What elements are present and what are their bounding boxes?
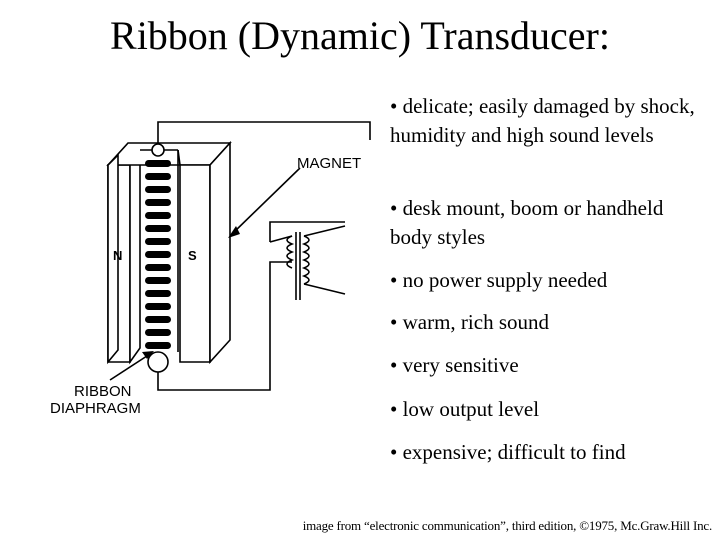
ribbon-diaphragm: [145, 143, 171, 373]
bullet-item: • low output level: [390, 397, 540, 421]
ribbon-label: RIBBON: [74, 383, 132, 400]
diaphragm-label: DIAPHRAGM: [50, 400, 141, 417]
image-credit: image from “electronic communication”, t…: [302, 518, 713, 533]
south-pole-label: S: [188, 248, 197, 263]
bullet-item: • no power supply needed: [390, 268, 608, 292]
north-pole-label: N: [113, 248, 122, 263]
magnet-label: MAGNET: [297, 155, 361, 172]
bullet-item: • warm, rich sound: [390, 310, 549, 334]
bullet-item: • expensive; difficult to find: [390, 440, 626, 464]
bullet-item: • delicate; easily damaged by shock, hum…: [390, 94, 695, 147]
bullet-item: • very sensitive: [390, 353, 519, 377]
slide-title: Ribbon (Dynamic) Transducer:: [110, 13, 610, 58]
bullet-item: • desk mount, boom or handheld body styl…: [390, 196, 664, 249]
